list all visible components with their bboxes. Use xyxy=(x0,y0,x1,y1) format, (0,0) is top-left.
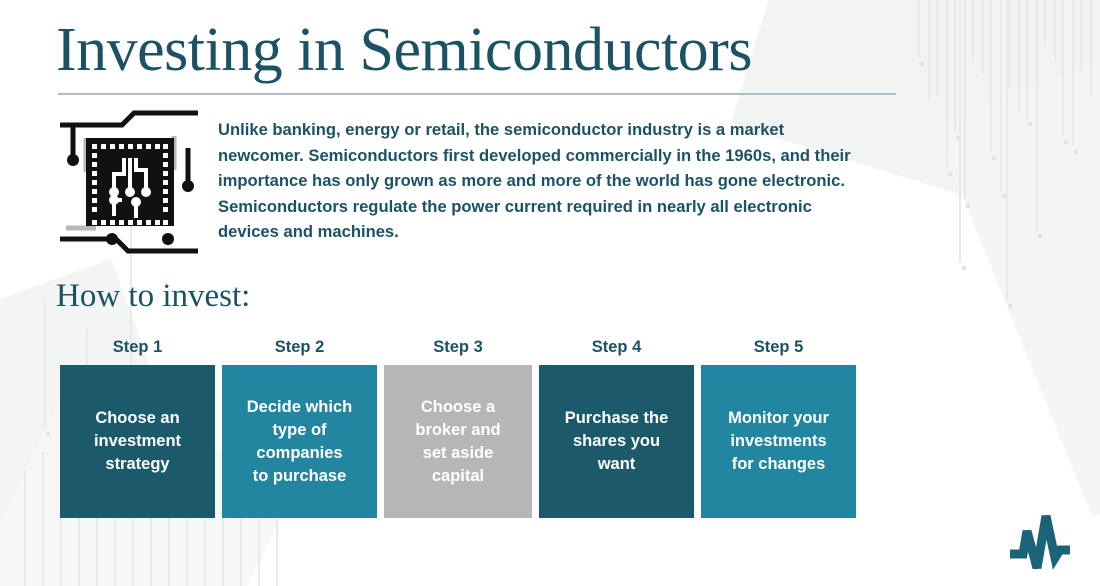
intro-paragraph: Unlike banking, energy or retail, the se… xyxy=(218,120,851,242)
decorative-line xyxy=(1044,0,1046,46)
decorative-line xyxy=(1054,0,1056,62)
decorative-dot xyxy=(956,136,960,140)
step-box-text-4: Purchase the shares you want xyxy=(564,409,669,473)
decorative-dot xyxy=(1074,150,1078,154)
decorative-line xyxy=(954,0,956,132)
marketbeat-pulse-logo xyxy=(1006,510,1074,572)
decorative-line xyxy=(44,300,46,428)
decorative-wedge-right xyxy=(934,0,1100,517)
decorative-line xyxy=(918,0,920,58)
steps-section: Step 1 Step 2 Step 3 Step 4 Step 5 Choos… xyxy=(60,336,856,518)
decorative-line xyxy=(1006,0,1008,300)
decorative-dot xyxy=(1038,234,1042,238)
step-box-3[interactable]: Choose a broker and set aside capital xyxy=(384,365,532,518)
step-label-3: Step 3 xyxy=(433,338,483,356)
decorative-line xyxy=(1008,0,1010,88)
decorative-line xyxy=(1062,0,1064,136)
decorative-dot xyxy=(962,266,966,270)
step-labels-row: Step 1 Step 2 Step 3 Step 4 Step 5 xyxy=(60,336,841,358)
decorative-line xyxy=(946,0,948,168)
decorative-line xyxy=(42,452,44,586)
decorative-line xyxy=(1000,0,1002,190)
step-box-2[interactable]: Decide which type of companies to purcha… xyxy=(222,365,377,518)
decorative-dot xyxy=(1008,304,1012,308)
step-boxes-row: Choose an investment strategy Decide whi… xyxy=(60,365,856,518)
step-box-text-5: Monitor your investments for changes xyxy=(728,409,829,473)
page-title: Investing in Semiconductors xyxy=(56,16,752,84)
step-box-4[interactable]: Purchase the shares you want xyxy=(539,365,694,518)
decorative-dot xyxy=(992,156,996,160)
decorative-line xyxy=(959,0,961,262)
decorative-line xyxy=(928,0,930,100)
step-label-1: Step 1 xyxy=(112,338,163,356)
step-label-2: Step 2 xyxy=(274,338,325,356)
decorative-dot xyxy=(966,204,970,208)
decorative-line xyxy=(1080,0,1082,72)
title-divider xyxy=(58,93,896,95)
decorative-line xyxy=(1026,0,1028,118)
decorative-line xyxy=(1036,0,1038,230)
decorative-dot xyxy=(1002,194,1006,198)
decorative-dot xyxy=(948,172,952,176)
step-box-text-2: Decide which type of companies to purcha… xyxy=(246,397,353,485)
decorative-line xyxy=(982,0,984,74)
step-box-text-3: Choose a broker and set aside capital xyxy=(415,397,501,485)
decorative-dot xyxy=(1028,122,1032,126)
step-label-5: Step 5 xyxy=(753,338,804,356)
step-box-text-1: Choose an investment strategy xyxy=(93,409,182,473)
intro-section: Unlike banking, energy or retail, the se… xyxy=(56,108,856,256)
decorative-line xyxy=(964,0,966,200)
decorative-line xyxy=(1090,0,1092,98)
step-box-5[interactable]: Monitor your investments for changes xyxy=(701,365,856,518)
decorative-line xyxy=(990,0,992,152)
howto-heading: How to invest: xyxy=(56,278,251,314)
decorative-dot xyxy=(1064,140,1068,144)
decorative-line xyxy=(1018,0,1020,110)
decorative-line xyxy=(1072,0,1074,146)
decorative-line xyxy=(936,0,938,96)
decorative-dot xyxy=(46,432,50,436)
microchip-icon xyxy=(56,108,202,256)
step-box-1[interactable]: Choose an investment strategy xyxy=(60,365,215,518)
decorative-line xyxy=(972,0,974,60)
decorative-line xyxy=(24,470,26,586)
step-label-4: Step 4 xyxy=(591,338,642,356)
decorative-dot xyxy=(920,62,924,66)
